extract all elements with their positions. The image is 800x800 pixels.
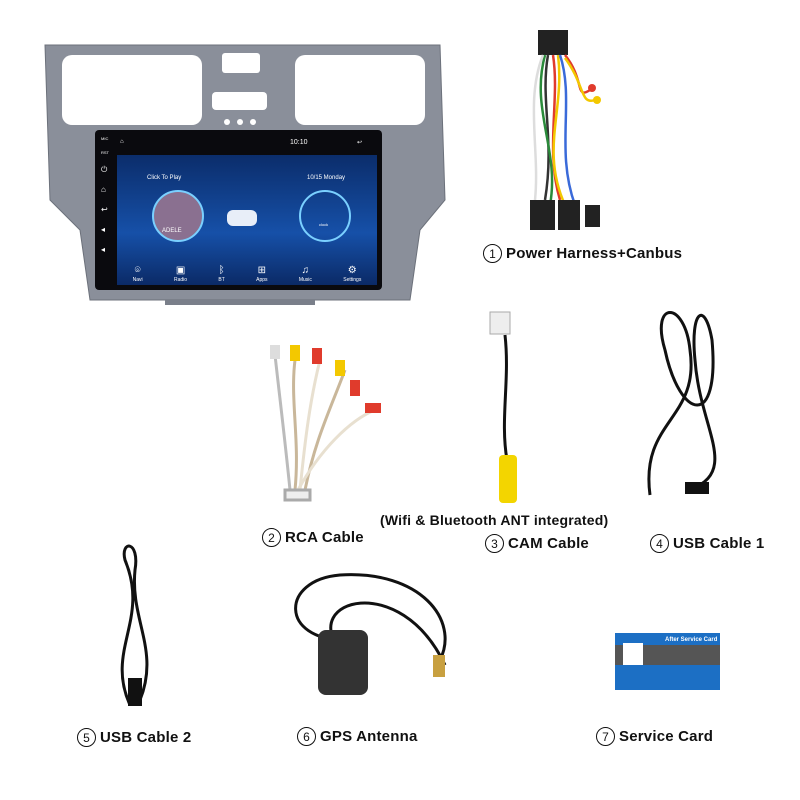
home-icon[interactable]: ⌂ <box>120 139 124 145</box>
album-art[interactable]: ADELE <box>152 190 204 242</box>
dock-label: BT <box>218 277 225 283</box>
mic-label: MIC <box>101 136 109 141</box>
rst-label: RST <box>101 150 109 155</box>
radio-icon: ▣ <box>175 265 186 276</box>
item-name: Service Card <box>619 728 714 745</box>
usb-cable-2-image <box>120 544 149 706</box>
item-name: GPS Antenna <box>320 728 418 745</box>
map-pin-icon: ⌾ <box>134 265 141 276</box>
bluetooth-icon: ᛒ <box>218 265 225 276</box>
item-number: 5 <box>77 728 96 747</box>
side-buttons[interactable]: ⏻⌂↩◂◂ <box>101 165 108 254</box>
dock-settings[interactable]: ⚙Settings <box>343 265 361 283</box>
item-name: CAM Cable <box>508 535 589 552</box>
usb-cable-1-image <box>647 311 717 496</box>
item-number: 4 <box>650 534 669 553</box>
clock-label: clock <box>319 222 329 227</box>
dock-label: Navi <box>132 277 143 283</box>
car-icon <box>227 210 257 226</box>
item-number: 2 <box>262 528 281 547</box>
date-label: 10/15 Monday <box>307 175 346 181</box>
music-note-icon: ♫ <box>301 265 310 276</box>
item-number: 7 <box>596 727 615 746</box>
home-display: Click To Play 10/15 Monday ADELE clock ⌾… <box>117 155 377 285</box>
dock-label: Settings <box>343 277 362 283</box>
item-name: USB Cable 2 <box>100 729 192 746</box>
item-name: USB Cable 1 <box>673 535 765 552</box>
card-title: After Service Card <box>665 637 718 643</box>
album-text: ADELE <box>162 228 182 234</box>
item-number: 3 <box>485 534 504 553</box>
dock-radio[interactable]: ▣Radio <box>174 265 187 283</box>
dock-music[interactable]: ♫Music <box>299 265 312 283</box>
dock-navi[interactable]: ⌾Navi <box>133 265 143 283</box>
cam-note: (Wifi & Bluetooth ANT integrated) <box>380 512 609 528</box>
cam-cable-image <box>489 311 517 503</box>
dock-label: Music <box>298 277 312 283</box>
item-number: 6 <box>297 727 316 746</box>
gps-antenna-image <box>294 573 447 695</box>
status-time: 10:10 <box>290 139 308 146</box>
head-unit-screen: MIC RST ⏻⌂↩◂◂ ⌂ 10:10 ↩ Click To Play 10… <box>95 130 382 290</box>
dock-label: Apps <box>256 277 268 283</box>
dock-apps[interactable]: ⊞Apps <box>256 265 267 283</box>
click-to-play[interactable]: Click To Play <box>147 175 182 181</box>
item-name: RCA Cable <box>285 529 364 546</box>
dock-label: Radio <box>174 277 188 283</box>
back-icon[interactable]: ↩ <box>357 140 363 146</box>
clock-widget: clock <box>299 190 351 242</box>
qr-code <box>623 643 643 665</box>
service-card-image: After Service Card <box>615 633 720 690</box>
power-harness-image <box>530 30 601 230</box>
item-name: Power Harness+Canbus <box>506 245 683 262</box>
item-number: 1 <box>483 244 502 263</box>
rca-cable-image <box>270 345 381 502</box>
gear-icon: ⚙ <box>347 265 357 276</box>
apps-grid-icon: ⊞ <box>257 265 267 276</box>
